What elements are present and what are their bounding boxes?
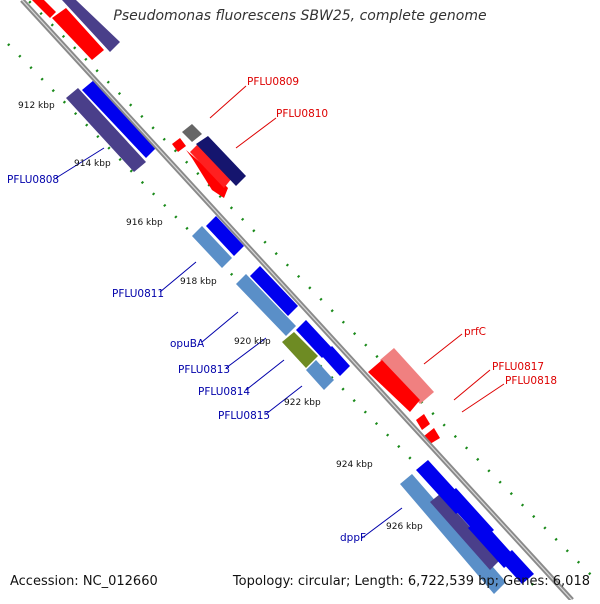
gene-label-pflu0815[interactable]: PFLU0815 (218, 410, 270, 422)
gene-pflu0810-body[interactable] (190, 144, 232, 188)
gene-label-opuba[interactable]: opuBA (170, 338, 205, 350)
callout-prfc (423, 333, 463, 365)
callout-pflu0809 (209, 85, 247, 119)
gene-pflu0813-blue[interactable] (296, 320, 332, 358)
gene-label-pflu0814[interactable]: PFLU0814 (198, 386, 250, 398)
gene-dppf-steel[interactable] (400, 474, 506, 594)
callout-dppf (361, 507, 403, 539)
gene-prfc-red[interactable] (368, 360, 420, 412)
gene-top-red-2[interactable] (52, 8, 104, 60)
map-title: Pseudomonas fluorescens SBW25, complete … (113, 8, 487, 24)
genome-summary-text: Topology: circular; Length: 6,722,539 bp… (232, 574, 590, 589)
gene-label-pflu0809[interactable]: PFLU0809 (247, 76, 299, 88)
callout-pflu0815 (265, 385, 303, 415)
gene-label-pflu0813[interactable]: PFLU0813 (178, 364, 230, 376)
gene-opuba-blue[interactable] (250, 266, 298, 316)
callout-pflu0808 (55, 147, 105, 179)
tick-label: 912 kbp (18, 101, 55, 111)
callout-pflu0814 (245, 359, 285, 391)
gene-top-red[interactable] (32, 0, 56, 18)
gene-dppf-blue-3[interactable] (468, 518, 516, 568)
gene-label-prfc[interactable]: prfC (464, 326, 486, 338)
gene-pflu0810-a[interactable] (172, 138, 186, 152)
gene-label-pflu0818[interactable]: PFLU0818 (505, 375, 557, 387)
gene-label-pflu0811[interactable]: PFLU0811 (112, 288, 164, 300)
gene-features-inner (66, 80, 534, 594)
tick-label: 918 kbp (180, 277, 217, 287)
gene-pflu0817[interactable] (416, 414, 430, 430)
gene-label-pflu0817[interactable]: PFLU0817 (492, 361, 544, 373)
callout-pflu0817 (453, 369, 491, 401)
callout-opuba (201, 311, 239, 343)
label-callouts (55, 85, 505, 539)
gene-label-pflu0810[interactable]: PFLU0810 (276, 108, 328, 120)
tick-label: 920 kbp (234, 337, 271, 347)
callout-pflu0818 (461, 383, 505, 413)
callout-pflu0811 (159, 261, 197, 293)
gene-dppf-blue-4[interactable] (500, 550, 534, 584)
gene-label-pflu0808[interactable]: PFLU0808 (7, 174, 59, 186)
tick-label: 924 kbp (336, 460, 373, 470)
gene-label-dppf[interactable]: dppF (340, 532, 366, 544)
gene-pflu0808-blue[interactable] (82, 80, 156, 158)
gene-pflu0814[interactable] (282, 332, 318, 368)
gene-pflu0810-dark[interactable] (196, 136, 246, 186)
gene-pflu0808-purple[interactable] (66, 88, 146, 172)
callout-pflu0810 (235, 117, 277, 149)
gene-prfc[interactable] (380, 348, 434, 404)
gene-pflu0815-steel[interactable] (306, 360, 334, 390)
accession-text: Accession: NC_012660 (10, 574, 158, 589)
tick-labels: 912 kbp 914 kbp 916 kbp 918 kbp 920 kbp … (18, 101, 423, 532)
gene-opuba-steel[interactable] (236, 274, 296, 336)
genome-backbone (20, 0, 574, 602)
callout-pflu0813 (225, 337, 267, 369)
gene-pflu0810[interactable] (186, 150, 228, 198)
tick-label: 914 kbp (74, 159, 111, 169)
gene-labels: PFLU0809 PFLU0810 PFLU0808 PFLU0811 opuB… (7, 76, 557, 544)
tick-label: 916 kbp (126, 218, 163, 228)
gene-dppf-purple[interactable] (430, 494, 500, 570)
tick-label: 926 kbp (386, 522, 423, 532)
gene-pflu0811-steel[interactable] (192, 226, 232, 268)
gene-pflu0811-blue[interactable] (206, 216, 244, 256)
gene-features-outer (32, 0, 440, 444)
gene-pflu0809[interactable] (182, 124, 202, 142)
gene-top-purple[interactable] (62, 0, 120, 52)
tick-label: 922 kbp (284, 398, 321, 408)
gene-pflu0815-blue[interactable] (322, 346, 350, 376)
